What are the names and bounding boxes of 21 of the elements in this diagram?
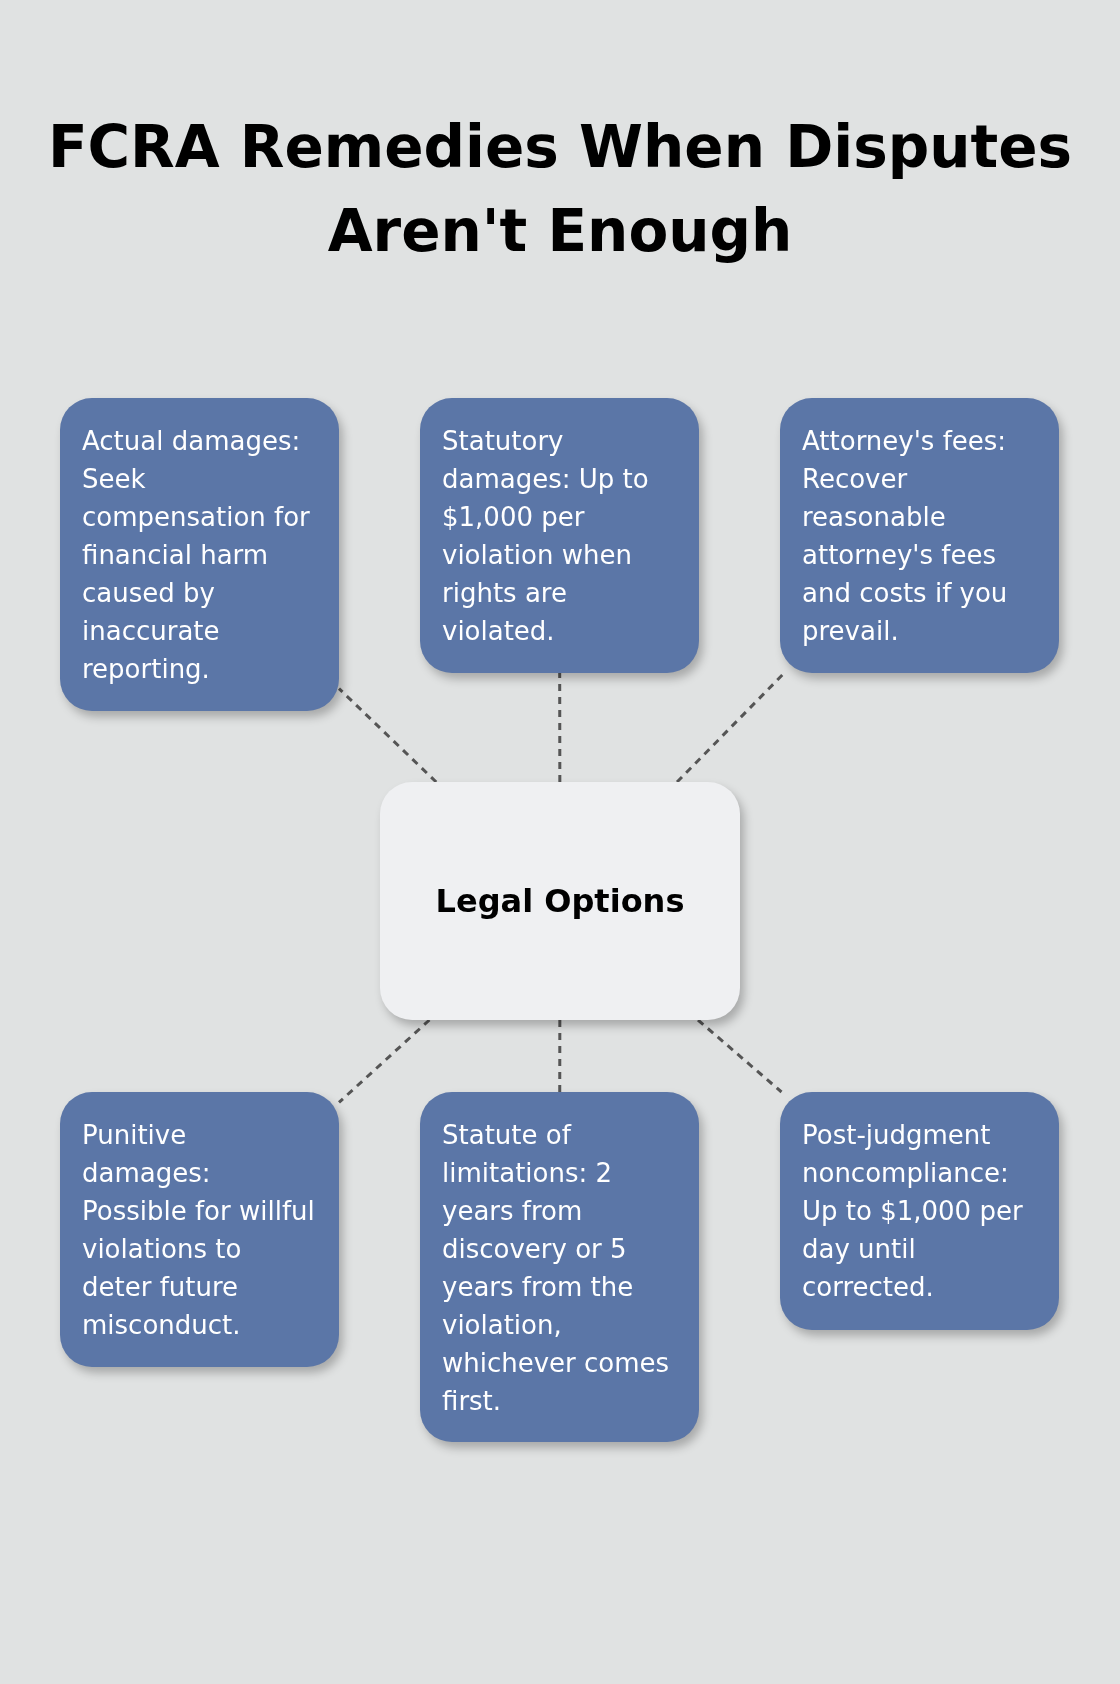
central-box bbox=[380, 782, 740, 1020]
remedy-card bbox=[780, 1092, 1059, 1330]
remedy-card bbox=[60, 1092, 339, 1367]
title: FCRA Remedies When Disputes Aren't Enough bbox=[46, 112, 1074, 267]
remedy-card bbox=[60, 398, 339, 711]
remedy-card bbox=[420, 398, 699, 673]
remedy-text: Statutory damages: Up to $1,000 per violation when rights are violated. bbox=[442, 425, 650, 648]
remedy-text: Attorney's fees: Recover reasonable attorney's fees and costs if you prevail. bbox=[802, 425, 1009, 648]
center-label: Legal Options bbox=[435, 882, 685, 920]
remedy-card bbox=[780, 398, 1059, 673]
remedy-text: Statute of limitations: 2 years from discovery or 5 years from the violation, whichever comes first. bbox=[442, 1119, 671, 1418]
dashed-connector bbox=[675, 671, 786, 784]
remedy-text: Punitive damages: Possible for willful violations to deter future misconduct. bbox=[82, 1119, 316, 1342]
remedy-text: Post-judgment noncompliance: Up to $1,000 per day until corrected. bbox=[802, 1119, 1024, 1304]
dashed-connector bbox=[337, 687, 438, 784]
remedy-card bbox=[420, 1092, 699, 1442]
dashed-connector bbox=[558, 1020, 562, 1092]
dashed-connector bbox=[338, 1018, 431, 1104]
remedy-text: Actual damages: Seek compensation for financial harm caused by inaccurate reporting. bbox=[82, 425, 311, 686]
dashed-connector bbox=[697, 1018, 783, 1094]
dashed-connector bbox=[558, 673, 562, 782]
